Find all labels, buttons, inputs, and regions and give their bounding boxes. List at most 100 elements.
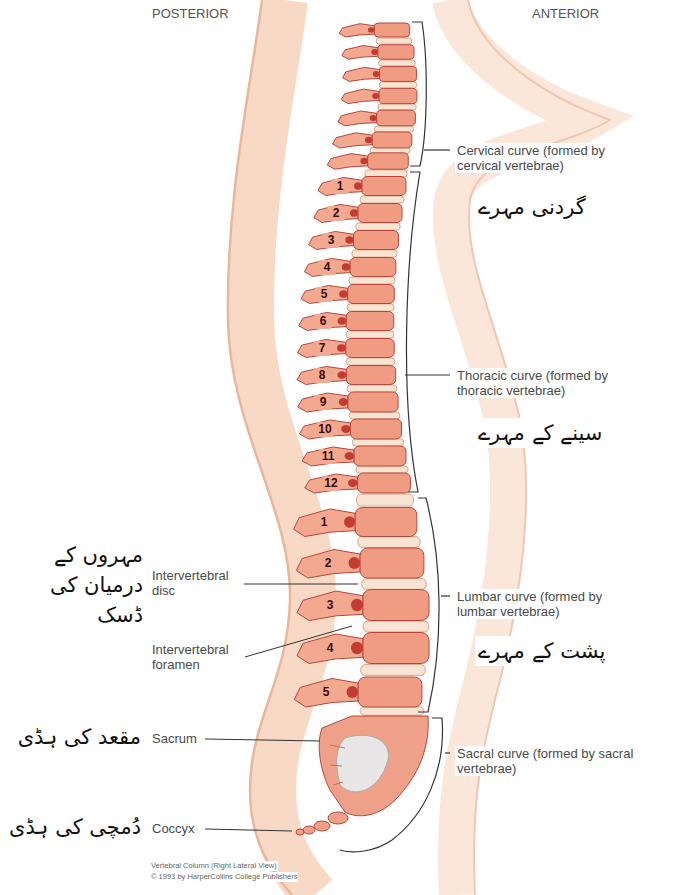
curve-label: Lumbar curve (formed by lumbar vertebrae…: [455, 589, 645, 619]
vertebra-number: 10: [316, 422, 334, 437]
disc: [363, 621, 429, 632]
disc: [347, 304, 394, 311]
view-label: ANTERIOR: [530, 6, 601, 21]
sacrum-face: [337, 735, 389, 792]
vertebra: [314, 204, 402, 223]
vertebra-number: 1: [331, 179, 349, 194]
curve-label: Sacral curve (formed by sacral vertebrae…: [455, 746, 645, 776]
cervical-bracket: [410, 22, 426, 166]
sacral-foramina: [330, 745, 345, 785]
vertebra-number: 6: [314, 314, 332, 329]
vertebra: [342, 45, 414, 59]
sacrum-bone: [319, 716, 428, 816]
vertebra: [343, 67, 417, 82]
vertebra-number: 7: [313, 341, 331, 356]
urdu-label: پشت کے مہرے: [475, 636, 608, 666]
back-outline: [228, 0, 292, 895]
urdu-label: مقعد کی ہڈی: [4, 722, 144, 752]
vertebra: [297, 339, 394, 358]
disc: [356, 466, 408, 473]
vertebra: [304, 258, 396, 277]
coccyx-segment: [328, 812, 348, 824]
vertebra-number: 5: [317, 685, 335, 700]
vertebra: [309, 231, 399, 250]
disc: [376, 38, 412, 44]
coccyx-segment: [296, 829, 304, 835]
part-label: Intervertebral disc: [150, 568, 242, 598]
back-skin-band: [251, 0, 315, 895]
vertebra-number: 4: [321, 641, 339, 656]
vertebra-number: 8: [313, 368, 331, 383]
vertebra: [297, 590, 429, 621]
disc: [349, 412, 400, 419]
disc: [347, 385, 397, 392]
vertebra-number: 3: [321, 598, 339, 613]
vertebra: [301, 285, 394, 304]
vertebra: [296, 548, 424, 578]
vertebra-number: 2: [319, 556, 337, 571]
coccyx-bone: [296, 812, 348, 835]
vertebra: [302, 446, 406, 466]
disc: [352, 439, 403, 446]
disc: [379, 82, 416, 88]
urdu-label: سینے کے مہرے: [475, 418, 605, 448]
vertebra: [341, 88, 417, 103]
vertebra: [339, 23, 409, 37]
vertebra: [318, 177, 406, 196]
view-label: POSTERIOR: [150, 6, 231, 21]
leader-line: [205, 829, 292, 831]
disc: [358, 537, 420, 548]
leader-line: [424, 149, 450, 150]
urdu-label: دُمچی کی ہڈی: [4, 812, 144, 842]
disc: [349, 277, 395, 284]
vertebra: [297, 633, 429, 664]
part-label: Sacrum: [150, 731, 199, 746]
disc: [356, 223, 400, 230]
disc: [346, 331, 394, 338]
vertebra-number: 3: [322, 233, 340, 248]
vertebra-number: 9: [314, 395, 332, 410]
vertebra: [299, 312, 394, 331]
vertebra: [333, 132, 412, 148]
part-label: Intervertebral foramen: [150, 642, 242, 672]
vertebra-number: 5: [315, 287, 333, 302]
disc: [374, 126, 413, 132]
vertebra: [299, 419, 401, 439]
vertebra: [294, 508, 417, 537]
credit-note: Vertebral Column (Right Lateral View): [150, 861, 278, 871]
vertebra-number: 12: [322, 476, 340, 491]
disc: [346, 358, 395, 365]
vertebra-number: 2: [327, 206, 345, 221]
vertebra: [298, 392, 398, 412]
vertebra: [305, 473, 411, 493]
vertebra-number: 11: [319, 449, 337, 464]
leader-line: [445, 752, 450, 753]
disc: [379, 60, 416, 66]
curve-brackets: [340, 22, 450, 852]
curve-label: Thoracic curve (formed by thoracic verte…: [455, 368, 645, 398]
leader-line: [244, 584, 358, 585]
lumbar-bracket: [418, 498, 439, 712]
disc: [352, 250, 397, 257]
lumbar-vertebrae: [294, 508, 429, 708]
disc: [362, 579, 427, 590]
thoracic-vertebrae: [297, 177, 410, 494]
part-label: Coccyx: [150, 821, 197, 836]
urdu-label: مہروں کے درمیان کی ڈسک: [4, 540, 146, 630]
disc: [361, 665, 426, 676]
curve-label: Cervical curve (formed by cervical verte…: [455, 143, 645, 173]
leader-line: [245, 626, 352, 657]
vertebra-number: 1: [315, 515, 333, 530]
coccyx-segment: [303, 826, 315, 834]
disc: [356, 494, 413, 506]
vertebra-number: 4: [318, 260, 336, 275]
leader-line: [405, 374, 450, 375]
leader-line: [441, 595, 450, 596]
vertebra: [327, 153, 408, 169]
vertebra: [294, 677, 422, 707]
urdu-label: گردنی مہرے: [475, 192, 589, 222]
vertebra: [338, 110, 415, 126]
part-leaders: [205, 584, 358, 831]
thoracic-bracket: [406, 172, 420, 492]
